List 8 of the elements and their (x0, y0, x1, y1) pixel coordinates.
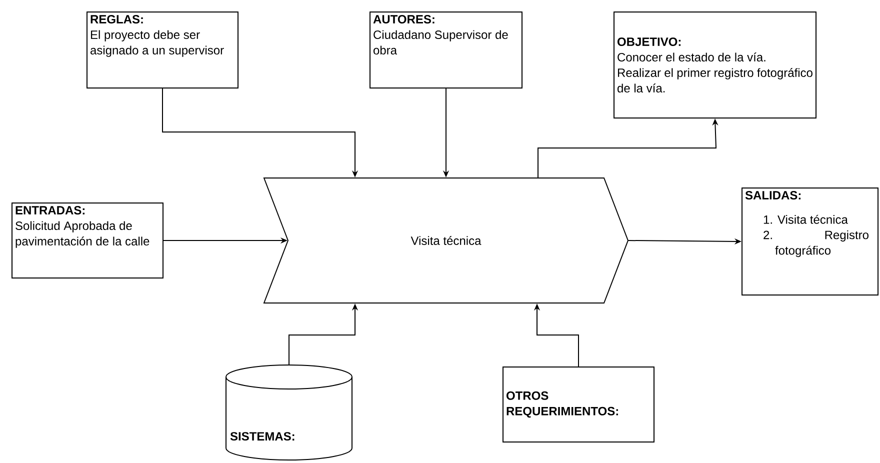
text-box: REGLAS: El proyecto debe ser asignado a un supervisor (86, 12, 238, 88)
text-box: SALIDAS: 1. Visita técnica 2. Registro fotográfico (742, 188, 878, 296)
database-cylinder: SISTEMAS: (226, 364, 352, 460)
process-chevron: Visita técnica (263, 178, 629, 304)
text-box: ENTRADAS: Solicitud Aprobada de pavimentación de la calle (12, 202, 164, 278)
text-box: OBJETIVO: Conocer el estado de la vía. Realizar el primer registro fotográfico de la vía. (614, 12, 816, 118)
text-box: OTROS REQUERIMIENTOS: (502, 366, 654, 442)
text-box: AUTORES: Ciudadano Supervisor de obra (370, 12, 522, 88)
